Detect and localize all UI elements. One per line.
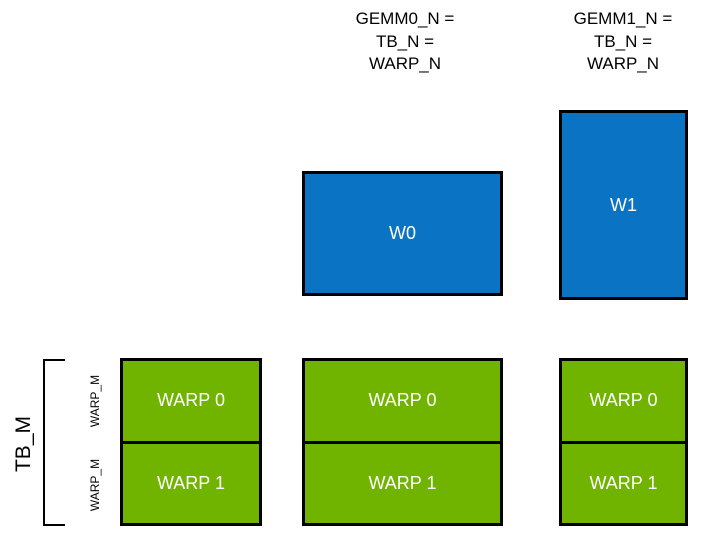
warp-cell-label: WARP 0	[589, 390, 658, 411]
warp-cell-label: WARP 1	[589, 472, 658, 493]
thread-block-column-1: WARP 0 WARP 1	[302, 358, 503, 526]
column-caption-gemm0: GEMM0_N = TB_N = WARP_N	[355, 9, 455, 74]
column-caption-gemm1: GEMM1_N = TB_N = WARP_N	[573, 9, 673, 74]
warp-tile-w0-label: W0	[389, 223, 416, 243]
warp-cell-label: WARP 0	[368, 390, 437, 411]
warp-cell: WARP 1	[123, 440, 259, 524]
warp-tile-w1: W1	[559, 110, 688, 300]
warp-cell-label: WARP 1	[368, 472, 437, 493]
tb-m-bracket	[43, 359, 65, 526]
warp-cell: WARP 0	[123, 361, 259, 441]
warp-cell: WARP 1	[562, 440, 685, 524]
warp-cell-label: WARP 0	[156, 390, 226, 411]
warp-cell: WARP 1	[305, 440, 500, 524]
warp-cell: WARP 0	[305, 361, 500, 441]
tb-m-label: TB_M	[12, 416, 35, 473]
thread-block-column-0: WARP 0 WARP 1	[120, 358, 262, 526]
warp-m-label-bottom: WARP_M	[88, 458, 102, 512]
thread-block-column-2: WARP 0 WARP 1	[559, 358, 688, 526]
warp-tile-w0: W0	[302, 171, 503, 296]
warp-tile-w1-label: W1	[610, 194, 637, 215]
warp-m-label-top: WARP_M	[88, 374, 102, 428]
warp-cell-label: WARP 1	[156, 472, 226, 493]
warp-cell: WARP 0	[562, 361, 685, 441]
